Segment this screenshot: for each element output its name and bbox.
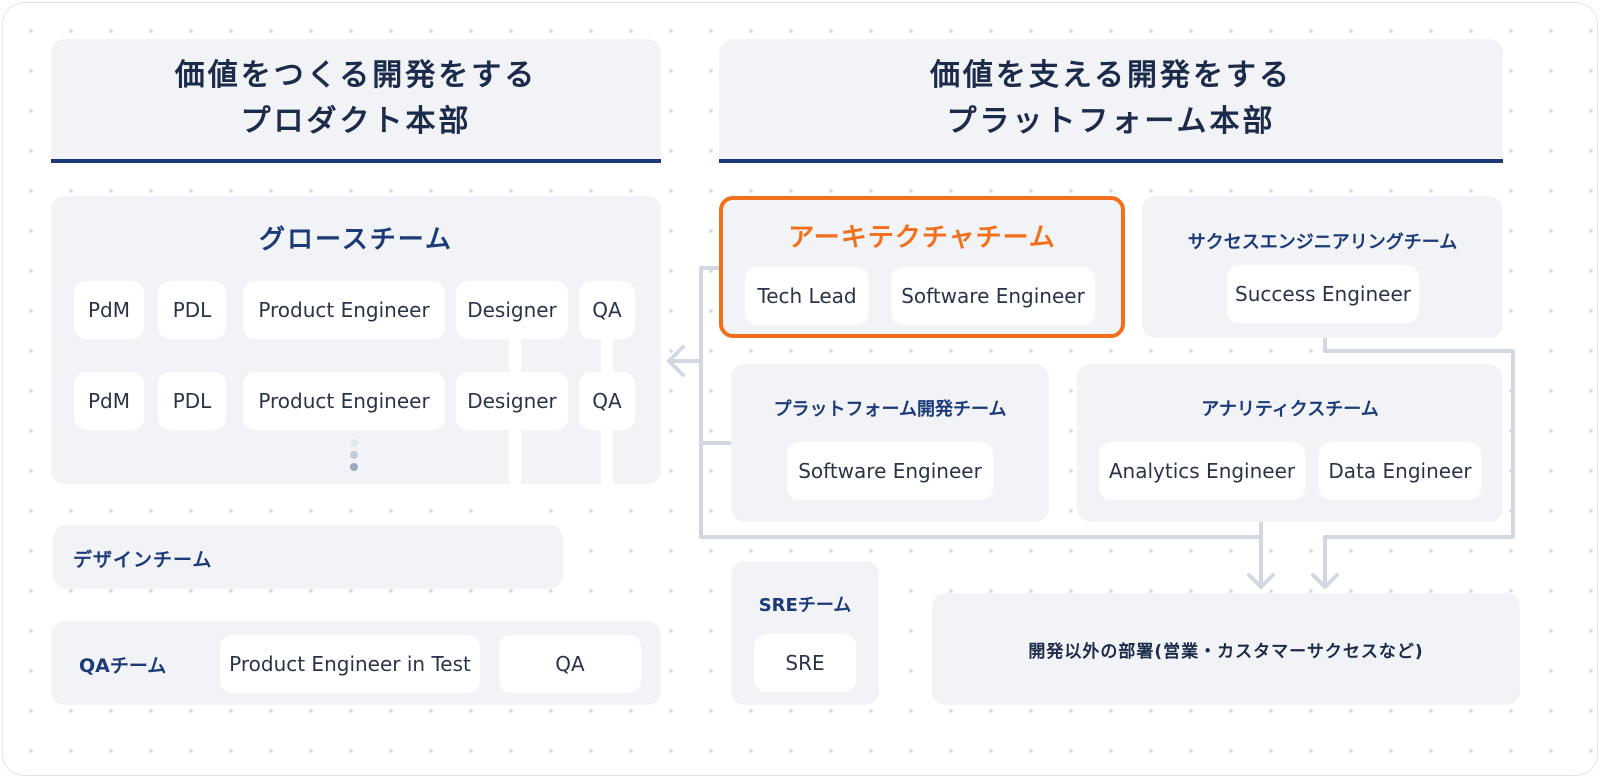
sre-role-sre: SRE	[754, 634, 856, 692]
growth-role-product-engineer-1: Product Engineer	[243, 281, 445, 339]
product-division-header: 価値をつくる開発をする プロダクト本部	[51, 39, 661, 163]
platform-dev-team-title: プラットフォーム開発チーム	[773, 399, 1007, 420]
growth-team-panel	[51, 196, 661, 484]
platform-division-title-line1: 価値を支える開発をする	[929, 58, 1293, 93]
connector-lines	[667, 266, 1515, 589]
growth-role-product-engineer-2: Product Engineer	[243, 372, 445, 430]
growth-role-qa-1: QA	[579, 281, 635, 339]
other-departments-label: 開発以外の部署(営業・カスタマーサクセスなど)	[1028, 642, 1424, 662]
product-division-title-line2: プロダクト本部	[240, 104, 472, 139]
growth-role-designer-2: Designer	[456, 372, 568, 430]
design-team-panel	[53, 525, 563, 589]
architecture-team-title: アーキテクチャチーム	[788, 223, 1056, 253]
growth-role-pdm-1: PdM	[74, 281, 144, 339]
qa-role-product-engineer-in-test: Product Engineer in Test	[220, 635, 480, 693]
success-engineering-team-title: サクセスエンジニアリングチーム	[1187, 232, 1458, 253]
architecture-role-software-engineer: Software Engineer	[891, 267, 1095, 325]
growth-role-pdl-2: PDL	[158, 372, 226, 430]
product-division-title-line1: 価値をつくる開発をする	[174, 58, 538, 93]
architecture-role-tech-lead: Tech Lead	[745, 267, 869, 325]
qa-team-title: QAチーム	[79, 655, 167, 677]
growth-role-pdm-2: PdM	[74, 372, 144, 430]
success-role-success-engineer: Success Engineer	[1227, 265, 1419, 323]
other-departments-panel	[932, 593, 1520, 705]
platform-division-title-line2: プラットフォーム本部	[946, 104, 1276, 139]
analytics-role-data-engineer: Data Engineer	[1319, 442, 1481, 500]
qa-role-qa: QA	[499, 635, 641, 693]
growth-role-designer-1: Designer	[456, 281, 568, 339]
growth-team-title: グロースチーム	[259, 225, 453, 255]
platform-dev-role-software-engineer: Software Engineer	[787, 442, 993, 500]
growth-role-qa-2: QA	[579, 372, 635, 430]
design-team-title: デザインチーム	[73, 549, 213, 571]
platform-division-header: 価値を支える開発をする プラットフォーム本部	[719, 39, 1503, 163]
analytics-team-title: アナリティクスチーム	[1201, 399, 1379, 420]
growth-role-pdl-1: PDL	[158, 281, 226, 339]
analytics-role-analytics-engineer: Analytics Engineer	[1099, 442, 1305, 500]
sre-team-title: SREチーム	[758, 595, 852, 616]
